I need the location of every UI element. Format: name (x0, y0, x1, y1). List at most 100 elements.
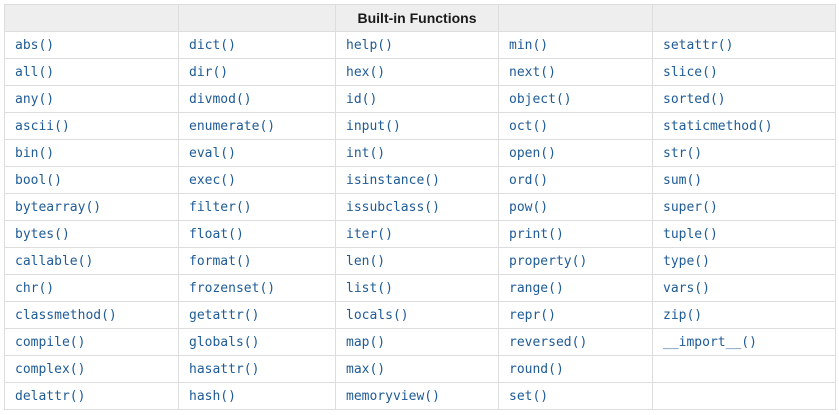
function-link[interactable]: divmod() (189, 91, 252, 107)
function-link[interactable]: eval() (189, 145, 236, 161)
function-link[interactable]: help() (346, 37, 393, 53)
function-cell: id() (335, 85, 499, 113)
header-cell-empty (178, 4, 336, 32)
table-header-row: Built-in Functions (4, 4, 836, 32)
function-link[interactable]: issubclass() (346, 199, 440, 215)
function-link[interactable]: id() (346, 91, 378, 107)
function-link[interactable]: callable() (15, 253, 94, 269)
function-link[interactable]: filter() (189, 199, 252, 215)
function-cell: range() (498, 274, 653, 302)
function-cell: max() (335, 355, 499, 383)
function-link[interactable]: abs() (15, 37, 55, 53)
function-link[interactable]: len() (346, 253, 386, 269)
function-link[interactable]: map() (346, 334, 386, 350)
function-link[interactable]: all() (15, 64, 55, 80)
function-link[interactable]: str() (663, 145, 703, 161)
function-link[interactable]: staticmethod() (663, 118, 773, 134)
function-cell: object() (498, 85, 653, 113)
function-link[interactable]: zip() (663, 307, 703, 323)
function-link[interactable]: object() (509, 91, 572, 107)
function-cell: next() (498, 58, 653, 86)
function-link[interactable]: slice() (663, 64, 718, 80)
table-row: bool() exec() isinstance() ord() sum() (4, 166, 836, 194)
function-link[interactable]: ord() (509, 172, 549, 188)
function-cell: enumerate() (178, 112, 336, 140)
function-cell: list() (335, 274, 499, 302)
function-link[interactable]: frozenset() (189, 280, 276, 296)
function-link[interactable]: globals() (189, 334, 260, 350)
function-cell: super() (652, 193, 836, 221)
function-cell: abs() (4, 31, 179, 59)
function-link[interactable]: range() (509, 280, 564, 296)
function-link[interactable]: bin() (15, 145, 55, 161)
function-link[interactable]: classmethod() (15, 307, 117, 323)
function-link[interactable]: list() (346, 280, 393, 296)
function-link[interactable]: any() (15, 91, 55, 107)
function-link[interactable]: hash() (189, 388, 236, 404)
function-link[interactable]: dict() (189, 37, 236, 53)
function-link[interactable]: hasattr() (189, 361, 260, 377)
function-cell: tuple() (652, 220, 836, 248)
function-link[interactable]: print() (509, 226, 564, 242)
function-cell: chr() (4, 274, 179, 302)
function-link[interactable]: next() (509, 64, 556, 80)
function-cell: hex() (335, 58, 499, 86)
function-cell: getattr() (178, 301, 336, 329)
function-link[interactable]: min() (509, 37, 549, 53)
function-link[interactable]: getattr() (189, 307, 260, 323)
function-link[interactable]: ascii() (15, 118, 70, 134)
function-link[interactable]: set() (509, 388, 549, 404)
function-cell: complex() (4, 355, 179, 383)
function-link[interactable]: compile() (15, 334, 86, 350)
function-link[interactable]: repr() (509, 307, 556, 323)
function-cell: sum() (652, 166, 836, 194)
function-link[interactable]: oct() (509, 118, 549, 134)
table-row: bytearray() filter() issubclass() pow() supe… (4, 193, 836, 221)
function-link[interactable]: complex() (15, 361, 86, 377)
function-cell: divmod() (178, 85, 336, 113)
function-cell: classmethod() (4, 301, 179, 329)
function-link[interactable]: enumerate() (189, 118, 276, 134)
function-link[interactable]: sum() (663, 172, 703, 188)
function-link[interactable]: bytearray() (15, 199, 102, 215)
function-link[interactable]: int() (346, 145, 386, 161)
table-row: bytes() float() iter() print() tuple() (4, 220, 836, 248)
function-link[interactable]: isinstance() (346, 172, 440, 188)
function-link[interactable]: round() (509, 361, 564, 377)
table-title: Built-in Functions (335, 4, 499, 32)
function-cell: type() (652, 247, 836, 275)
function-cell: vars() (652, 274, 836, 302)
table-row: bin() eval() int() open() str() (4, 139, 836, 167)
function-link[interactable]: vars() (663, 280, 710, 296)
function-link[interactable]: tuple() (663, 226, 718, 242)
function-cell: callable() (4, 247, 179, 275)
function-link[interactable]: format() (189, 253, 252, 269)
function-link[interactable]: input() (346, 118, 401, 134)
function-link[interactable]: iter() (346, 226, 393, 242)
function-cell: bin() (4, 139, 179, 167)
function-link[interactable]: reversed() (509, 334, 588, 350)
function-link[interactable]: setattr() (663, 37, 734, 53)
function-link[interactable]: super() (663, 199, 718, 215)
function-link[interactable]: dir() (189, 64, 229, 80)
function-link[interactable]: locals() (346, 307, 409, 323)
header-cell-empty (652, 4, 836, 32)
function-link[interactable]: memoryview() (346, 388, 440, 404)
function-cell: globals() (178, 328, 336, 356)
function-link[interactable]: __import__() (663, 334, 757, 350)
function-link[interactable]: bool() (15, 172, 62, 188)
function-link[interactable]: float() (189, 226, 244, 242)
function-link[interactable]: sorted() (663, 91, 726, 107)
function-link[interactable]: exec() (189, 172, 236, 188)
function-link[interactable]: bytes() (15, 226, 70, 242)
function-link[interactable]: pow() (509, 199, 549, 215)
function-link[interactable]: hex() (346, 64, 386, 80)
function-link[interactable]: max() (346, 361, 386, 377)
function-link[interactable]: chr() (15, 280, 55, 296)
function-link[interactable]: property() (509, 253, 588, 269)
function-cell: frozenset() (178, 274, 336, 302)
function-link[interactable]: open() (509, 145, 556, 161)
function-link[interactable]: type() (663, 253, 710, 269)
function-cell: bytearray() (4, 193, 179, 221)
function-link[interactable]: delattr() (15, 388, 86, 404)
